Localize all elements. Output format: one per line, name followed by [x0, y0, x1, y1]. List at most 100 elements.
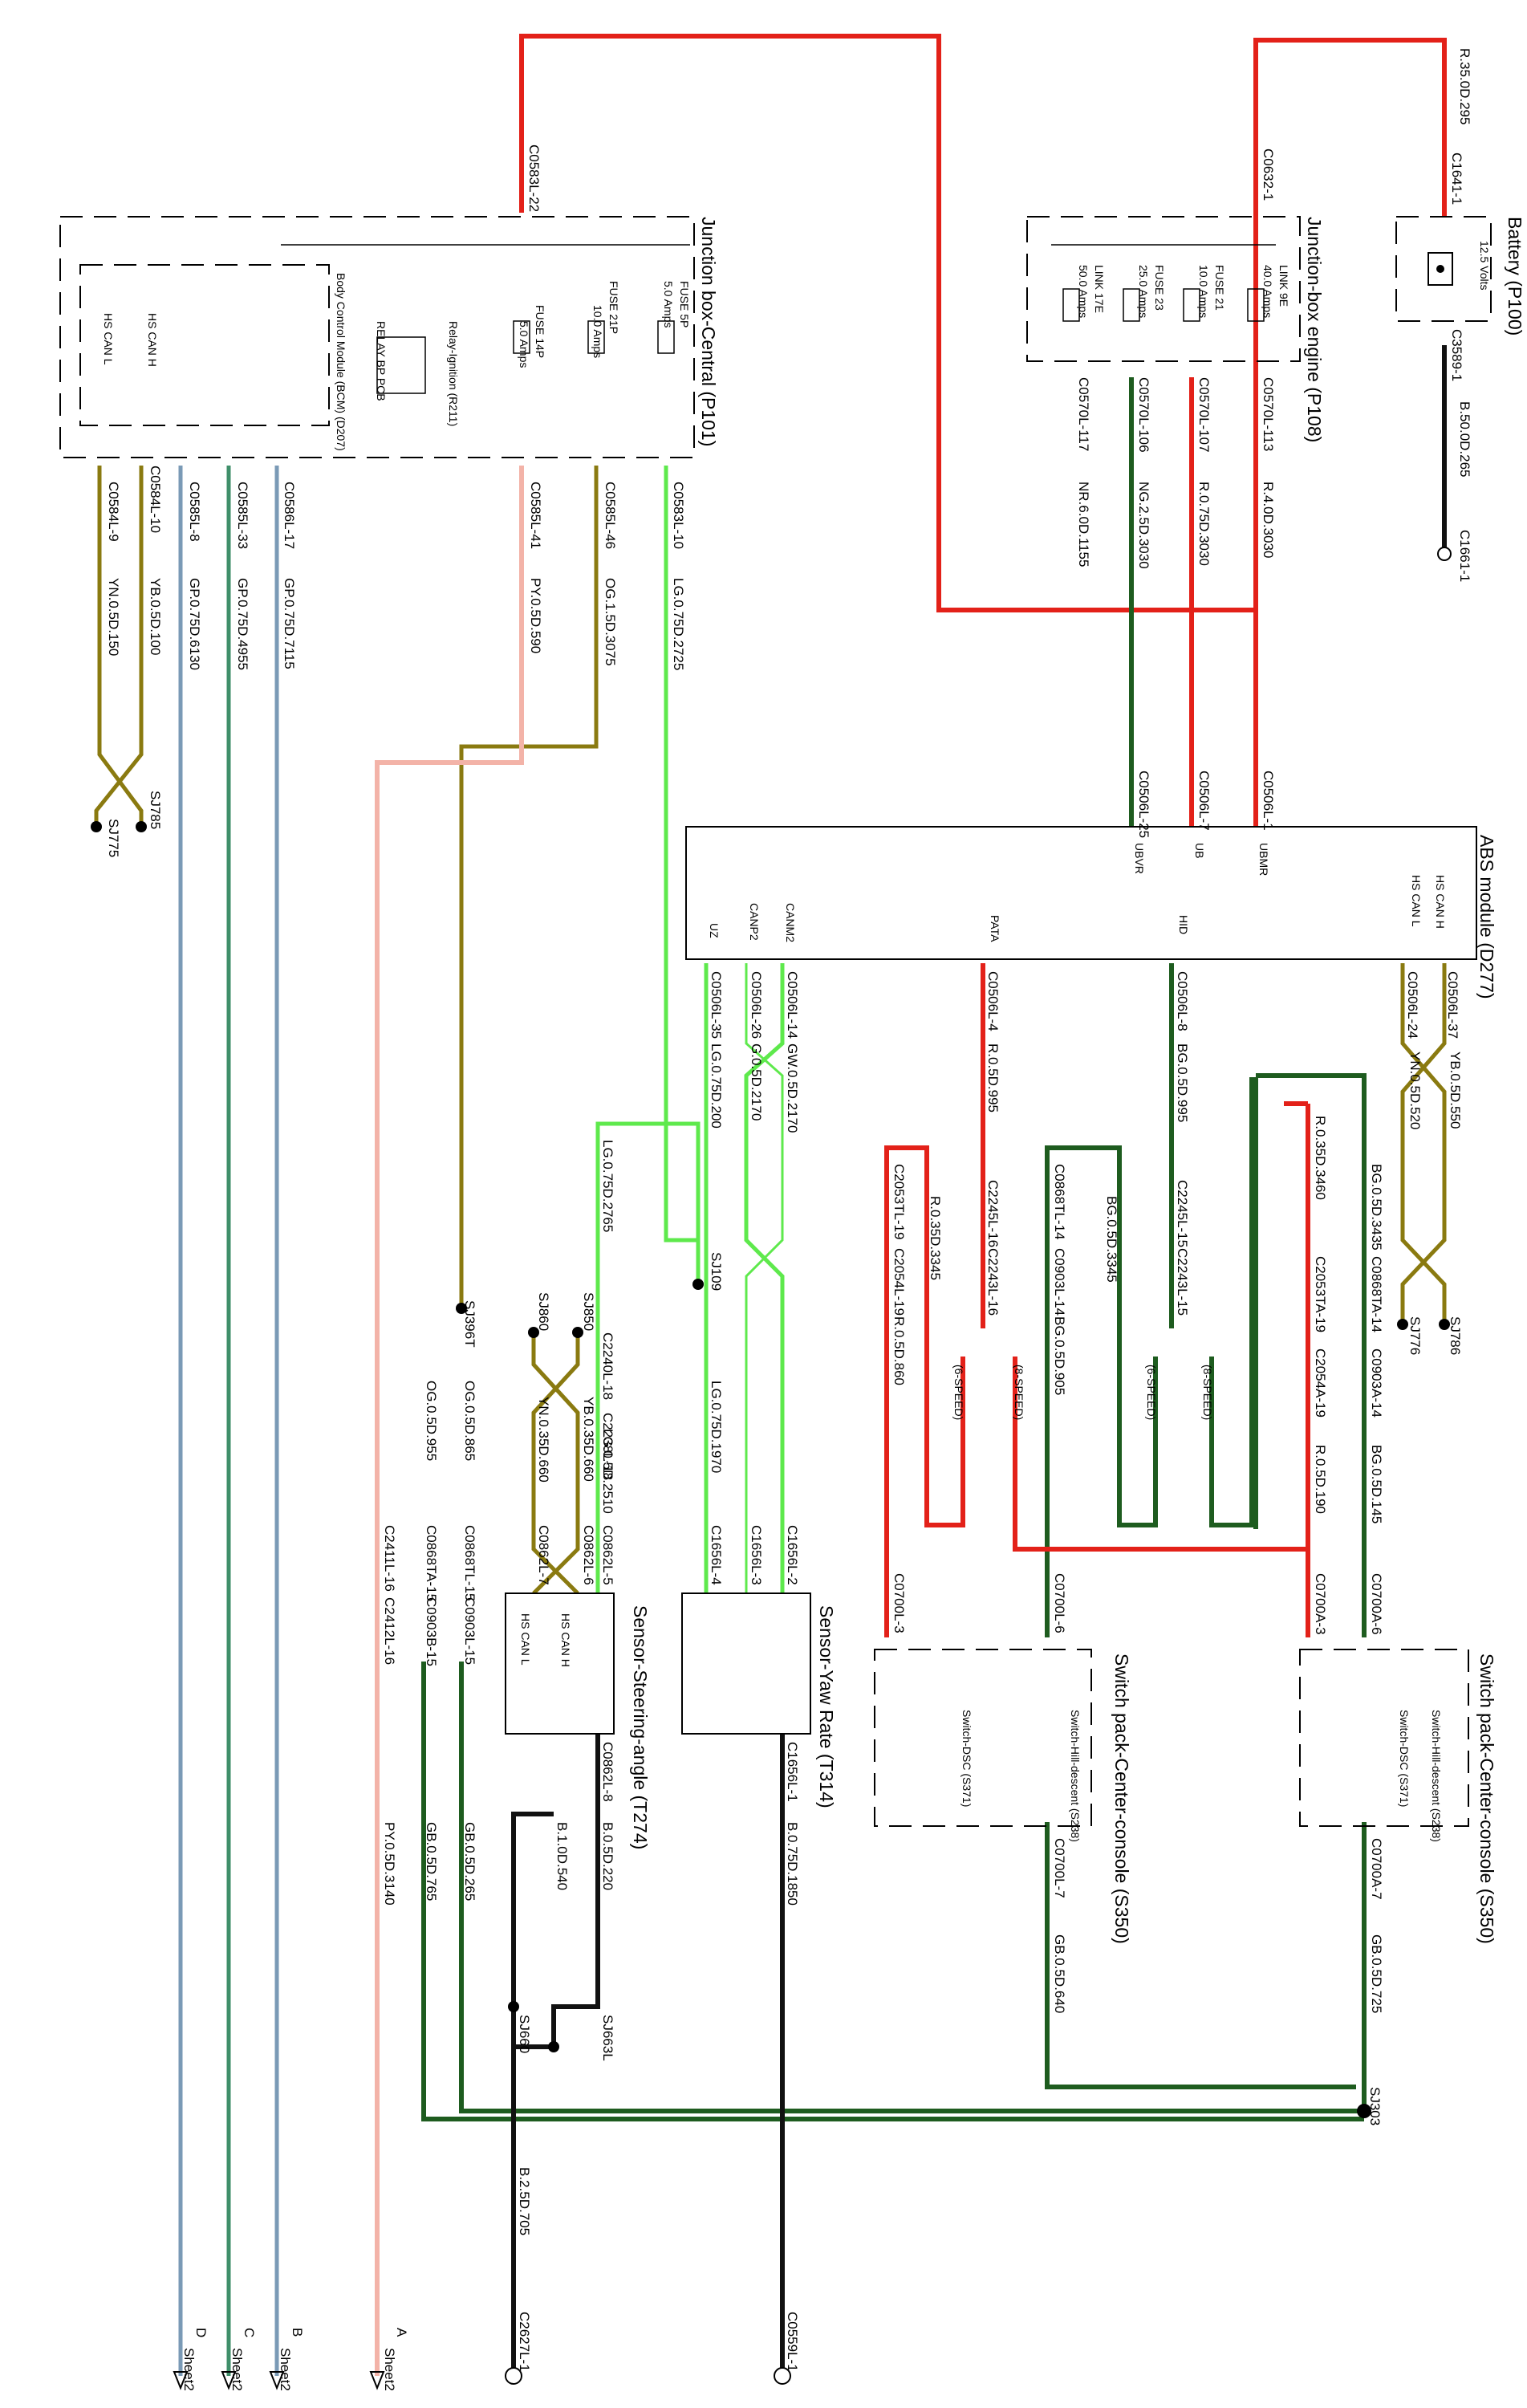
og-wire2-0: GB.0.5D.265: [462, 1822, 477, 1901]
jb-engine-conn: C0632-1: [1261, 148, 1276, 201]
switch-pack-left: [874, 1649, 1092, 1827]
bcm-outline: [79, 264, 330, 426]
steering-sensor-box: [505, 1592, 615, 1735]
jb-central-bcm: Body Control Module (BCM) (D207): [335, 273, 347, 451]
right-wire3: BG.0.5D.145: [1369, 1445, 1384, 1523]
jb-engine-pin-2: C0570L-106: [1136, 377, 1151, 453]
jb-engine-link-2: FUSE 23: [1153, 265, 1166, 311]
steer-can-h: HS CAN H: [559, 1613, 572, 1667]
jb-engine-wire-0: R.4.0D.3030: [1261, 482, 1276, 558]
sheet-arrows: [173, 2371, 385, 2390]
right-wire4: R.0.5D.190: [1313, 1445, 1328, 1514]
jb-central-wire-3: GP.0.75D.7115: [282, 578, 297, 669]
switch-right-dsc: Switch-DSC (S371): [1398, 1710, 1411, 1807]
switch-left-wire: GB.0.5D.640: [1052, 1934, 1067, 2013]
steer-can-l: HS CAN L: [519, 1613, 532, 1666]
abs-pin-top-1: UB: [1193, 843, 1206, 858]
jb-central-rating-1: 10.0 Amps: [591, 305, 604, 358]
jb-central-fuse-0: FUSE 5P: [678, 281, 691, 327]
switch-right-wire: GB.0.5D.725: [1369, 1934, 1384, 2013]
abs-pin-bot-0: C0506L-37: [1445, 971, 1460, 1039]
jb-central-wire-5: GP.0.75D.6130: [187, 578, 202, 670]
pata-wire: R.0.5D.995: [985, 1043, 1001, 1112]
splice-sj860: SJ860: [536, 1292, 551, 1331]
jb-engine-pin-3: C0570L-117: [1076, 377, 1091, 451]
wire-pata-6speed: [884, 1145, 965, 1637]
hid-c2: C2243L-15: [1175, 1248, 1190, 1316]
switch-left-hill: Switch-Hill-descent (S238): [1069, 1710, 1082, 1842]
fuse-23: [1123, 288, 1140, 322]
abs-pin-bot-4: C0506L-14: [785, 971, 800, 1039]
jb-engine-link-0: LINK 9E: [1277, 265, 1290, 307]
fuse-21p: [587, 320, 605, 354]
og-conn-0: C0868TL-15: [462, 1525, 477, 1601]
jb-engine-wire-3: NR.6.0D.1155: [1076, 482, 1091, 567]
wire-right-bg: [1253, 1073, 1367, 1637]
py-conn-1: C2412L-16: [382, 1597, 397, 1665]
can-wire-yn-520: YN.0.5D.520: [1407, 1051, 1423, 1129]
splice-sj663l: SJ663L: [600, 2015, 615, 2061]
sheet-ref-c-sheet: Sheet2: [229, 2348, 245, 2391]
wire-yn-520: [1400, 963, 1447, 1324]
switch-right-pin-2: C0700A-7: [1369, 1838, 1384, 1900]
wire-yn-660: [531, 1332, 580, 1595]
steer-pin-1: C0862L-6: [581, 1525, 596, 1585]
switch-pack-right: [1299, 1649, 1469, 1827]
yaw-wire-2: LG.0.75D.200: [709, 1043, 724, 1129]
yaw-pin-3: C1656L-1: [785, 1742, 800, 1802]
abs-pin-bot-6: C0506L-35: [709, 971, 724, 1039]
jb-central-title: Junction box-Central (P101): [698, 217, 719, 446]
yaw-pin-0: C1656L-2: [785, 1525, 800, 1585]
switch-pack-left-title: Switch pack-Center-console (S350): [1111, 1653, 1132, 1944]
battery-c-bot: C3589-1: [1449, 329, 1464, 381]
sheet-ref-c-letter: C: [242, 2328, 257, 2337]
wire-gb-265: [459, 1662, 1364, 2113]
jb-central-fuse-1: FUSE 21P: [607, 281, 620, 334]
right-c1: C0868TA-14: [1369, 1256, 1384, 1332]
wire-yb-660: [531, 1332, 580, 1595]
yaw-wire-0: GW.0.5D.2170: [785, 1043, 800, 1133]
jb-central-pin-4: C0585L-33: [235, 482, 250, 549]
wire-gb-765: [421, 1662, 1364, 2121]
yaw-sj: SJ109: [709, 1252, 724, 1291]
steer-wire-1: LG.0.5D.2510: [600, 1429, 615, 1514]
jb-engine-pin-1: C0570L-107: [1196, 377, 1212, 453]
pata-wire2: R.0.35D.3345: [928, 1196, 943, 1280]
jb-engine-link-1: FUSE 21: [1213, 265, 1226, 311]
wire-g-2170: [745, 963, 784, 1593]
sheet-ref-b-letter: B: [290, 2328, 305, 2337]
jb-central-pin-7: C0584L-9: [106, 482, 121, 542]
jb-engine-rating-1: 10.0 Amps: [1197, 265, 1210, 318]
battery-ground-label: C1661-1: [1457, 530, 1472, 582]
battery-volts: 12.5 Volts: [1478, 241, 1491, 291]
yaw-title: Sensor-Yaw Rate (T314): [816, 1605, 837, 1808]
wire-lg-2765: [595, 1121, 701, 1593]
steer-wire-0: LG.0.75D.2765: [600, 1140, 615, 1232]
py-conn-0: C2411L-16: [382, 1525, 397, 1592]
yaw-sensor-box: [681, 1592, 811, 1735]
abs-label-can-l: HS CAN L: [1410, 875, 1423, 927]
steer-conn-0: C2240L-18: [600, 1332, 615, 1400]
wire-gw-2170: [744, 963, 785, 1593]
hid-speed6: (6-SPEED): [1145, 1365, 1158, 1420]
pata-c4: C2054L-19: [891, 1248, 907, 1316]
fuse-14p: [513, 320, 530, 354]
jb-central-rating-0: 5.0 Amps: [662, 281, 675, 327]
hid-c3: C0868TL-14: [1052, 1164, 1067, 1240]
battery-title: Battery (P100): [1505, 217, 1525, 336]
pata-c1: C2245L-16: [985, 1180, 1001, 1247]
abs-title: ABS module (D277): [1476, 835, 1497, 999]
right-wire2: R.0.35D.3460: [1313, 1116, 1328, 1200]
fuse-5p: [657, 320, 675, 354]
abs-pin-top-conn-1: C0506L-7: [1196, 771, 1212, 831]
steer-wire-5: B.1.0D.540: [554, 1822, 570, 1890]
og-conn-3: C0903B-15: [424, 1597, 439, 1666]
jb-central-wire-1: OG.1.5D.3075: [603, 578, 618, 666]
og-wire2-1: GB.0.5D.765: [424, 1822, 439, 1901]
og-wire-0: OG.0.5D.865: [462, 1381, 477, 1461]
abs-pin-bot-1: C0506L-24: [1405, 971, 1420, 1039]
splice-sj786: SJ786: [1448, 1316, 1463, 1355]
sheet-ref-d-letter: D: [193, 2328, 209, 2337]
steer-pin-0: C0862L-5: [600, 1525, 615, 1585]
